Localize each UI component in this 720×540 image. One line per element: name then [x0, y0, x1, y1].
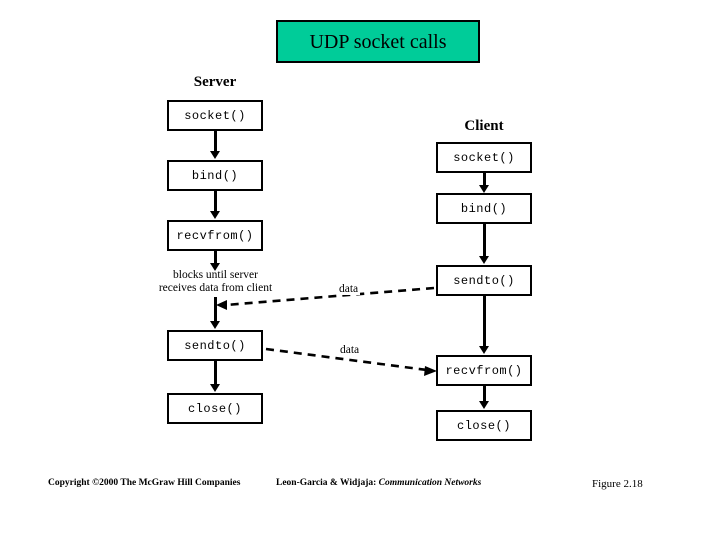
data-flow-label-client-to-server: data: [337, 283, 361, 295]
client-call-label-close: close(): [457, 418, 511, 433]
server-arrowhead-recvfrom: [210, 211, 220, 219]
server-arrowhead-sendto: [210, 321, 220, 329]
client-call-box-bind[interactable]: bind(): [436, 193, 532, 224]
client-arrowhead-recvfrom: [479, 346, 489, 354]
client-call-label-socket: socket(): [453, 150, 515, 165]
blocking-note-line-1: blocks until server: [173, 269, 258, 281]
client-call-label-sendto: sendto(): [453, 273, 515, 288]
server-call-box-bind[interactable]: bind(): [167, 160, 263, 191]
server-call-label-socket: socket(): [184, 108, 246, 123]
client-call-box-recvfrom[interactable]: recvfrom(): [436, 355, 532, 386]
server-arrowhead-close: [210, 384, 220, 392]
blocking-note: blocks until server receives data from c…: [138, 269, 293, 295]
server-call-label-sendto: sendto(): [184, 338, 246, 353]
footer-credit: Leon-Garcia & Widjaja: Communication Net…: [276, 478, 481, 488]
server-call-label-close: close(): [188, 401, 242, 416]
server-connector-sendto-close: [213, 361, 217, 385]
footer-credit-book-title: Communication Networks: [378, 478, 482, 488]
client-connector-bind-sendto: [482, 224, 486, 257]
server-call-box-close[interactable]: close(): [167, 393, 263, 424]
footer-figure-number: Figure 2.18: [592, 478, 643, 490]
client-arrowhead-sendto: [479, 256, 489, 264]
data-flow-arrowhead-client-to-server: [216, 300, 227, 310]
client-connector-recvfrom-close: [482, 386, 486, 402]
data-flow-label-server-to-client: data: [338, 344, 362, 356]
client-call-box-sendto[interactable]: sendto(): [436, 265, 532, 296]
server-arrowhead-bind: [210, 151, 220, 159]
slide-title-box: UDP socket calls: [276, 20, 480, 63]
server-call-box-socket[interactable]: socket(): [167, 100, 263, 131]
server-column-heading: Server: [193, 74, 237, 90]
footer-credit-authors: Leon-Garcia & Widjaja:: [276, 478, 377, 488]
server-call-box-sendto[interactable]: sendto(): [167, 330, 263, 361]
server-call-box-recvfrom[interactable]: recvfrom(): [167, 220, 263, 251]
server-connector-bind-recvfrom: [213, 191, 217, 212]
client-call-label-recvfrom: recvfrom(): [445, 363, 523, 378]
client-arrowhead-close: [479, 401, 489, 409]
server-connector-socket-bind: [213, 131, 217, 152]
slide-title-text: UDP socket calls: [309, 30, 447, 53]
client-call-label-bind: bind(): [460, 201, 508, 216]
client-connector-socket-bind: [482, 173, 486, 186]
client-connector-sendto-recvfrom: [482, 296, 486, 347]
server-call-label-recvfrom: recvfrom(): [176, 228, 254, 243]
client-arrowhead-bind: [479, 185, 489, 193]
footer-copyright: Copyright ©2000 The McGraw Hill Companie…: [48, 478, 241, 488]
client-column-heading: Client: [464, 118, 504, 134]
blocking-note-line-2: receives data from client: [158, 282, 273, 294]
server-arrowhead-note: [210, 263, 220, 271]
client-call-box-close[interactable]: close(): [436, 410, 532, 441]
client-call-box-socket[interactable]: socket(): [436, 142, 532, 173]
server-connector-note-sendto: [213, 297, 217, 322]
server-connector-recvfrom-note: [213, 251, 217, 264]
server-call-label-bind: bind(): [191, 168, 239, 183]
